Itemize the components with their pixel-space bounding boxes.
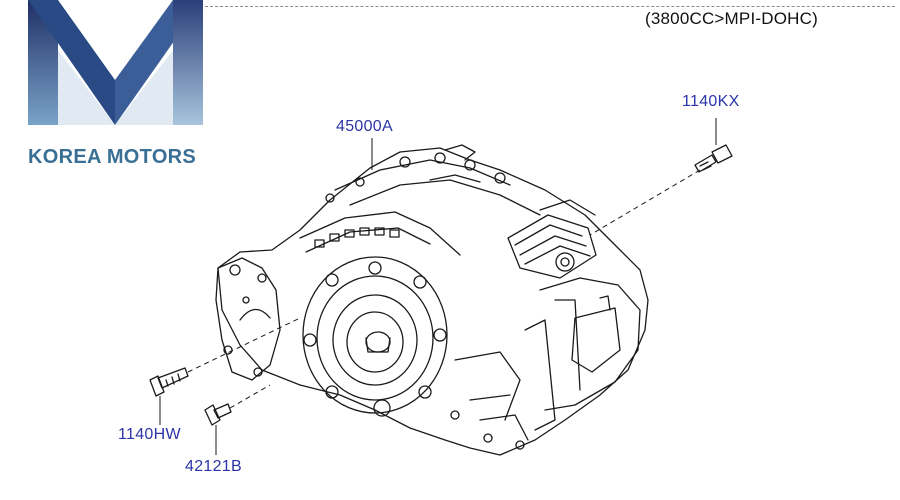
callout-1140kx: 1140KX: [682, 93, 740, 110]
plug-42121b-icon: [204, 403, 232, 426]
bolt-1140kx-icon: [694, 144, 733, 173]
valve-body-cover: [507, 214, 597, 279]
brand-name: KOREA MOTORS: [28, 146, 197, 168]
callout-45000a: 45000A: [336, 118, 393, 135]
callout-42121b: 42121B: [185, 458, 242, 475]
header-divider: [205, 6, 895, 7]
engine-spec-note: (3800CC>MPI-DOHC): [645, 9, 818, 28]
bell-housing-flange: [215, 257, 281, 381]
callout-1140hw: 1140HW: [118, 426, 181, 443]
leader-42121b-dash: [229, 384, 271, 409]
logo-mark-icon: [28, 0, 203, 125]
leader-1140hw-dash: [187, 317, 301, 373]
bolt-1140hw-icon: [149, 367, 189, 397]
transaxle-housing: [217, 147, 649, 456]
brand-logo: [28, 0, 203, 170]
leader-1140kx-dash: [589, 169, 701, 236]
